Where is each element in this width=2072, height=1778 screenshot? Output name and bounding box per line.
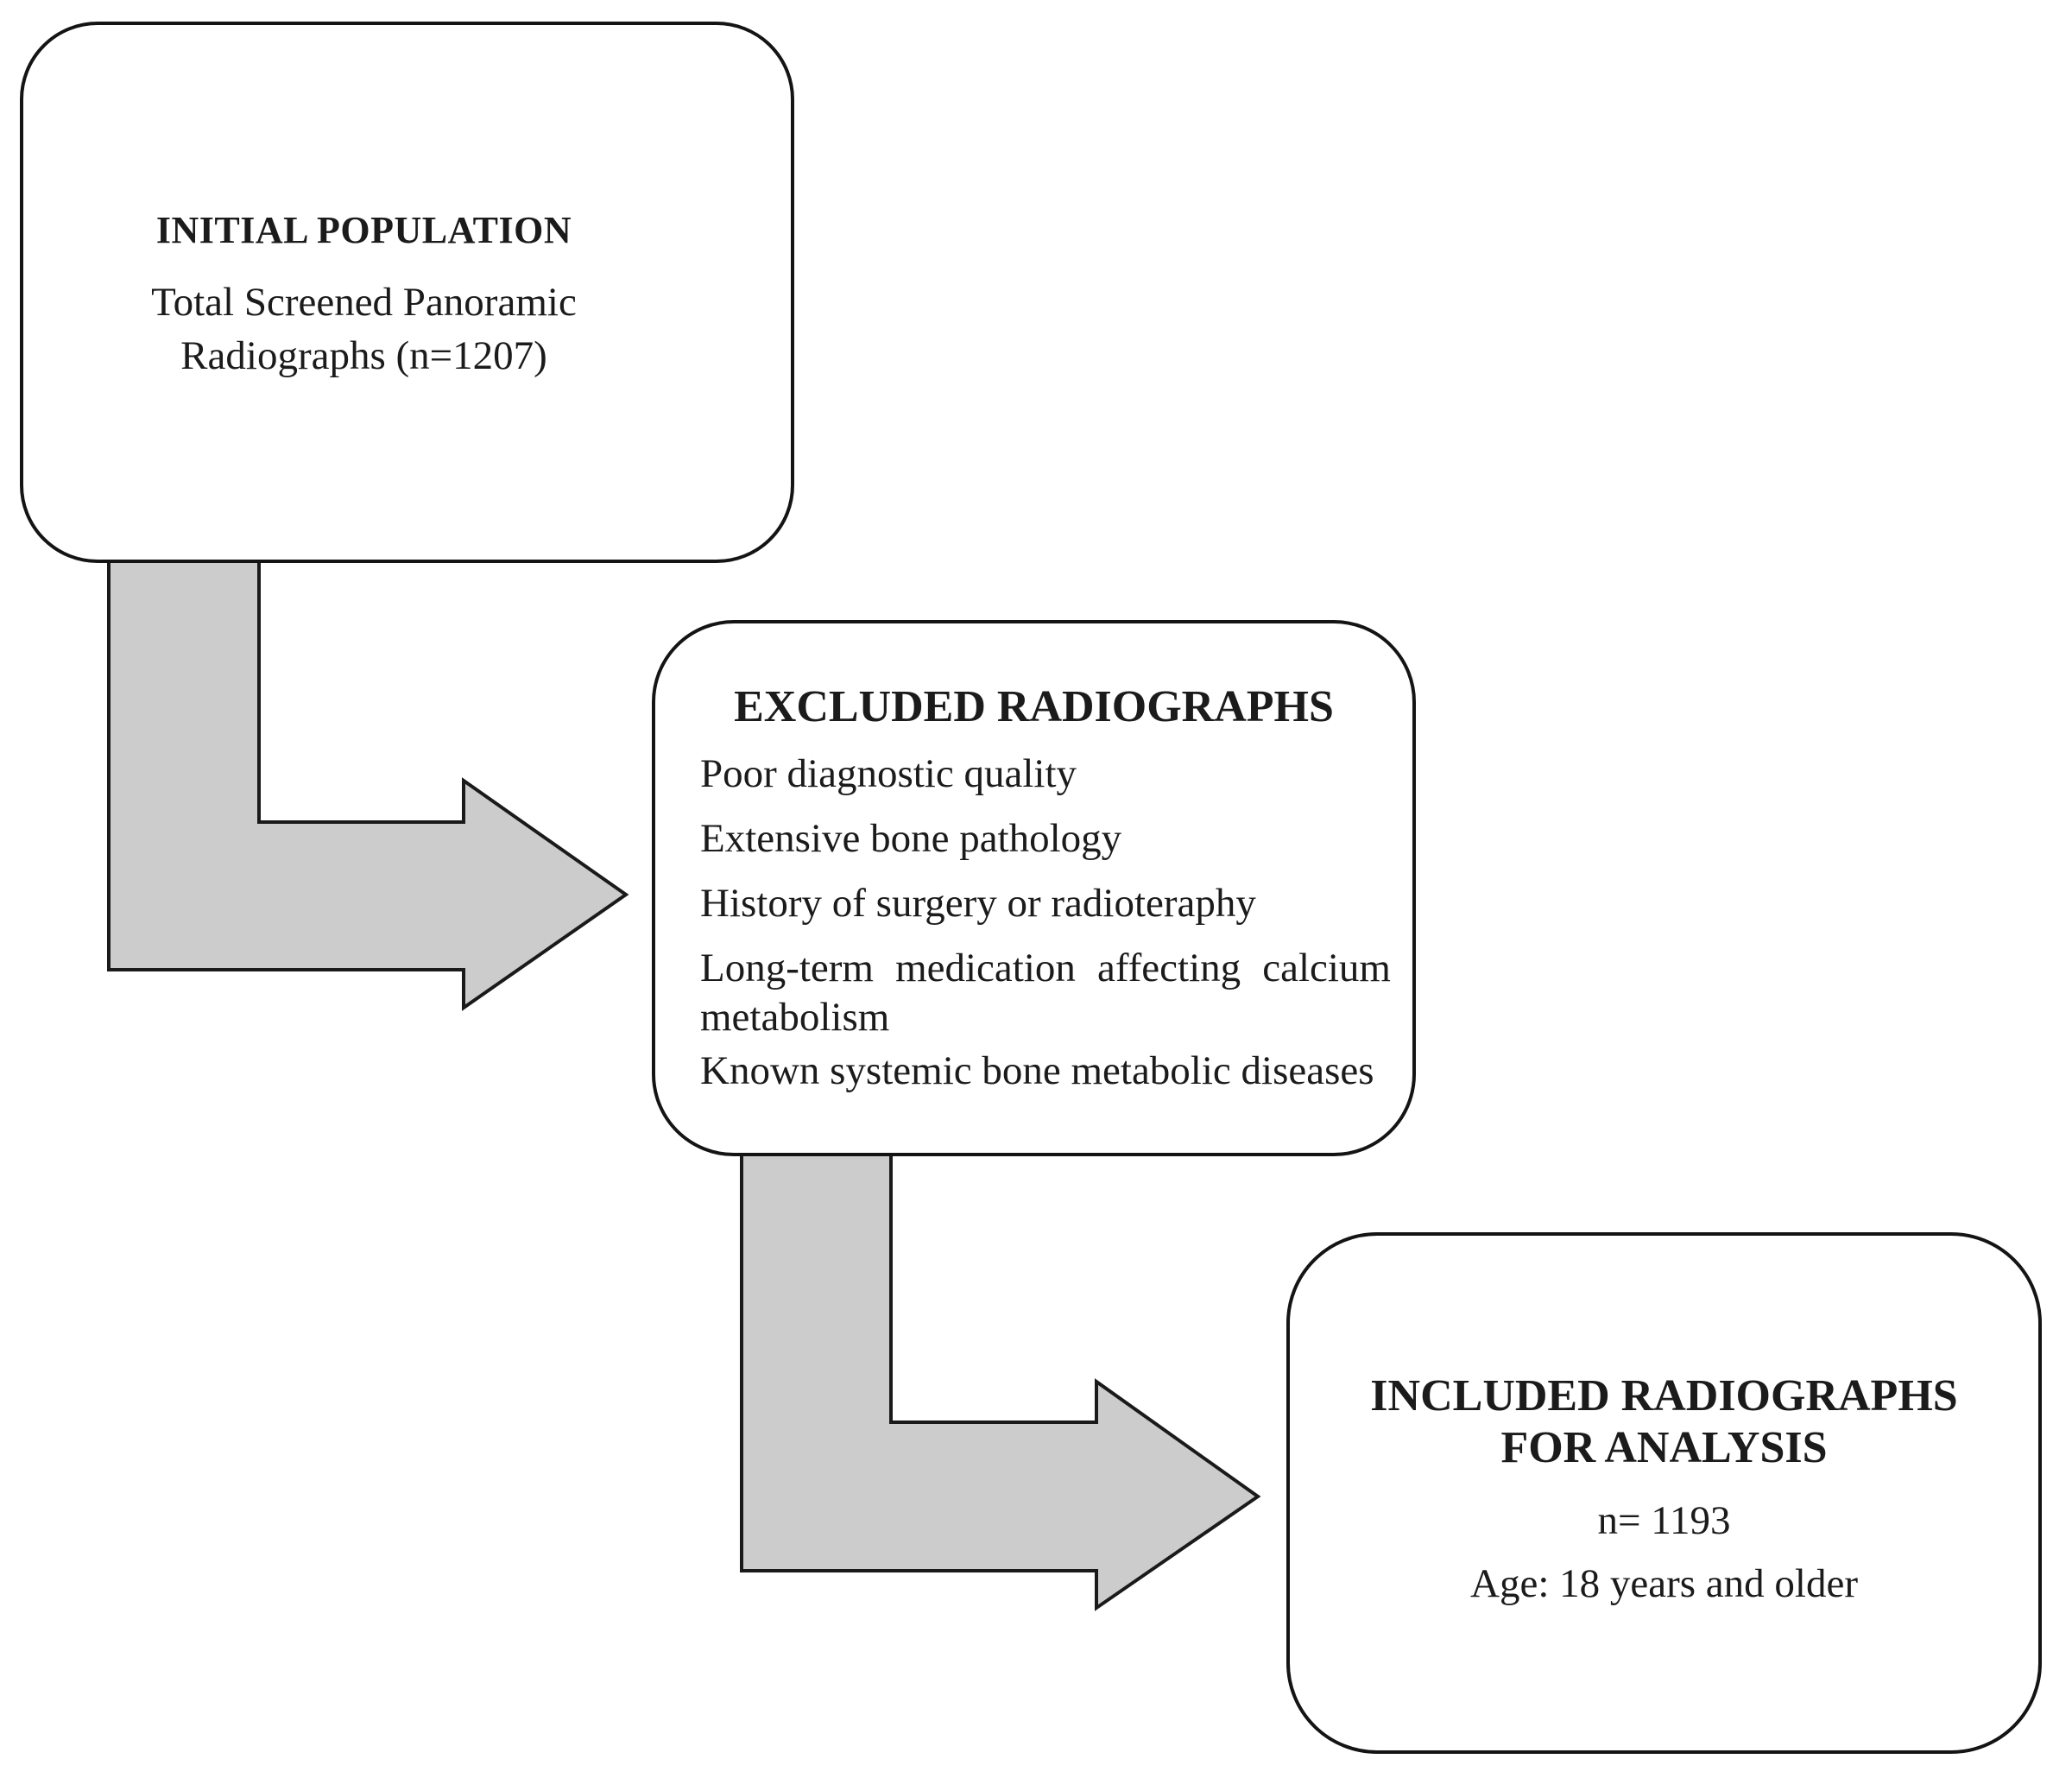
excluded-item-poor-quality: Poor diagnostic quality	[700, 751, 1077, 796]
excluded-item-systemic-diseases: Known systemic bone metabolic diseases	[700, 1048, 1374, 1093]
included-radiographs-count: n= 1193	[1597, 1498, 1731, 1543]
initial-population-title: INITIAL POPULATION	[155, 209, 572, 251]
included-radiographs-age: Age: 18 years and older	[1470, 1561, 1858, 1606]
included-radiographs-title: INCLUDED RADIOGRAPHS FOR ANALYSIS	[1290, 1370, 2038, 1474]
excluded-radiographs-title: EXCLUDED RADIOGRAPHS	[734, 682, 1334, 731]
excluded-item-bone-pathology: Extensive bone pathology	[700, 816, 1122, 861]
initial-population-line1: Total Screened Panoramic	[151, 280, 577, 325]
excluded-radiographs-list: Poor diagnostic quality Extensive bone p…	[700, 750, 1391, 1096]
excluded-item-surgery-radiotherapy: History of surgery or radioteraphy	[700, 881, 1256, 926]
included-radiographs-box: INCLUDED RADIOGRAPHS FOR ANALYSIS n= 119…	[1286, 1232, 2042, 1754]
initial-population-box: INITIAL POPULATION Total Screened Panora…	[20, 22, 794, 563]
included-radiographs-title-line2: FOR ANALYSIS	[1500, 1423, 1828, 1472]
bent-arrow-excluded-to-included-icon	[740, 1148, 1261, 1611]
initial-population-body: Total Screened Panoramic Radiographs (n=…	[23, 275, 704, 383]
bent-arrow-initial-to-excluded-icon	[107, 556, 629, 1011]
excluded-item-long-term-medication: Long-term medication affecting calcium m…	[700, 946, 1391, 1040]
included-radiographs-title-line1: INCLUDED RADIOGRAPHS	[1370, 1371, 1958, 1421]
initial-population-line2: Radiographs (n=1207)	[180, 333, 547, 378]
excluded-radiographs-box: EXCLUDED RADIOGRAPHS Poor diagnostic qua…	[652, 620, 1416, 1156]
